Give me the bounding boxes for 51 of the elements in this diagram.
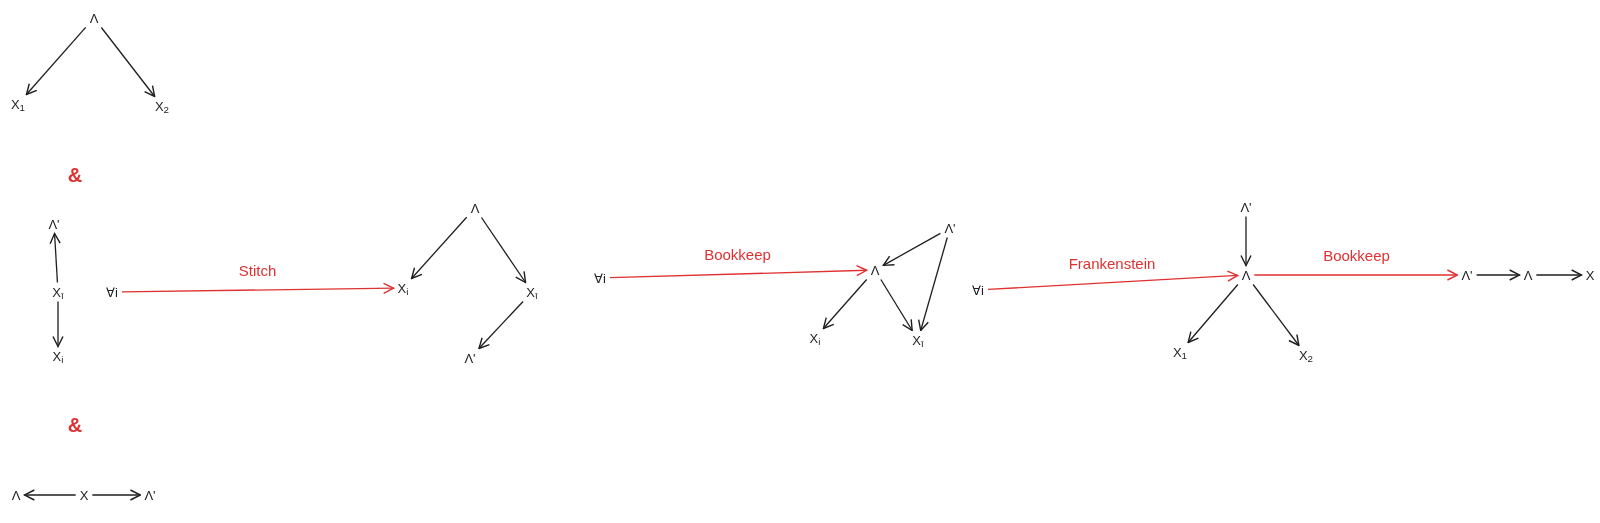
arrow [987,270,1239,291]
arrow [1187,283,1239,344]
math-symbol: ∀i [971,283,985,297]
arrow [917,236,948,332]
math-symbol: X$_{1}$ [1171,345,1189,359]
math-symbol: X$_{i}$ [808,331,822,345]
math-symbol: X$_{ī}$ [525,285,539,299]
arrow [100,26,156,98]
math-symbol: Λ [1240,268,1252,282]
math-symbol: X$_{ī}$ [51,285,65,299]
arrow [478,300,524,350]
arrow [121,282,395,294]
math-symbol: Λ' [1239,200,1253,214]
math-symbol: Λ' [47,217,61,231]
math-symbol: Λ' [143,488,157,502]
arrow [1253,269,1459,281]
arrow [91,489,142,501]
math-symbol: Λ' [943,221,957,235]
arrow [52,300,64,348]
math-symbol: Λ' [463,351,477,365]
math-symbol: Λ [869,263,881,277]
math-symbol: X$_{i}$ [51,349,65,363]
arrow [1535,269,1583,281]
math-symbol: X$_{1}$ [9,97,27,111]
math-symbol: Λ [469,201,481,215]
math-symbol: Λ' [1460,268,1474,282]
arrow [23,489,77,501]
arrow [1475,269,1521,281]
arrow [882,232,942,267]
arrow [1240,215,1252,267]
math-symbol: ∀i [105,285,119,299]
arrow [410,216,468,280]
math-symbol: X [78,488,90,502]
ampersand: & [67,413,83,438]
arrow [880,278,913,332]
math-symbol: ∀i [593,271,607,285]
math-symbol: X$_{2}$ [1297,348,1315,362]
arrow [49,232,61,284]
arrow [25,26,87,96]
math-symbol: Λ [88,11,100,25]
arrow [480,216,527,284]
math-symbol: X$_{ī}$ [911,333,925,347]
ampersand: & [67,163,83,188]
arrow [1252,283,1300,347]
math-symbol: X$_{2}$ [153,99,171,113]
math-symbol: X$_{i}$ [396,281,410,295]
arrow [609,264,868,279]
math-symbol: X [1584,268,1596,282]
math-symbol: Λ [1522,268,1534,282]
arrow [822,278,868,330]
math-symbol: Λ [10,488,22,502]
